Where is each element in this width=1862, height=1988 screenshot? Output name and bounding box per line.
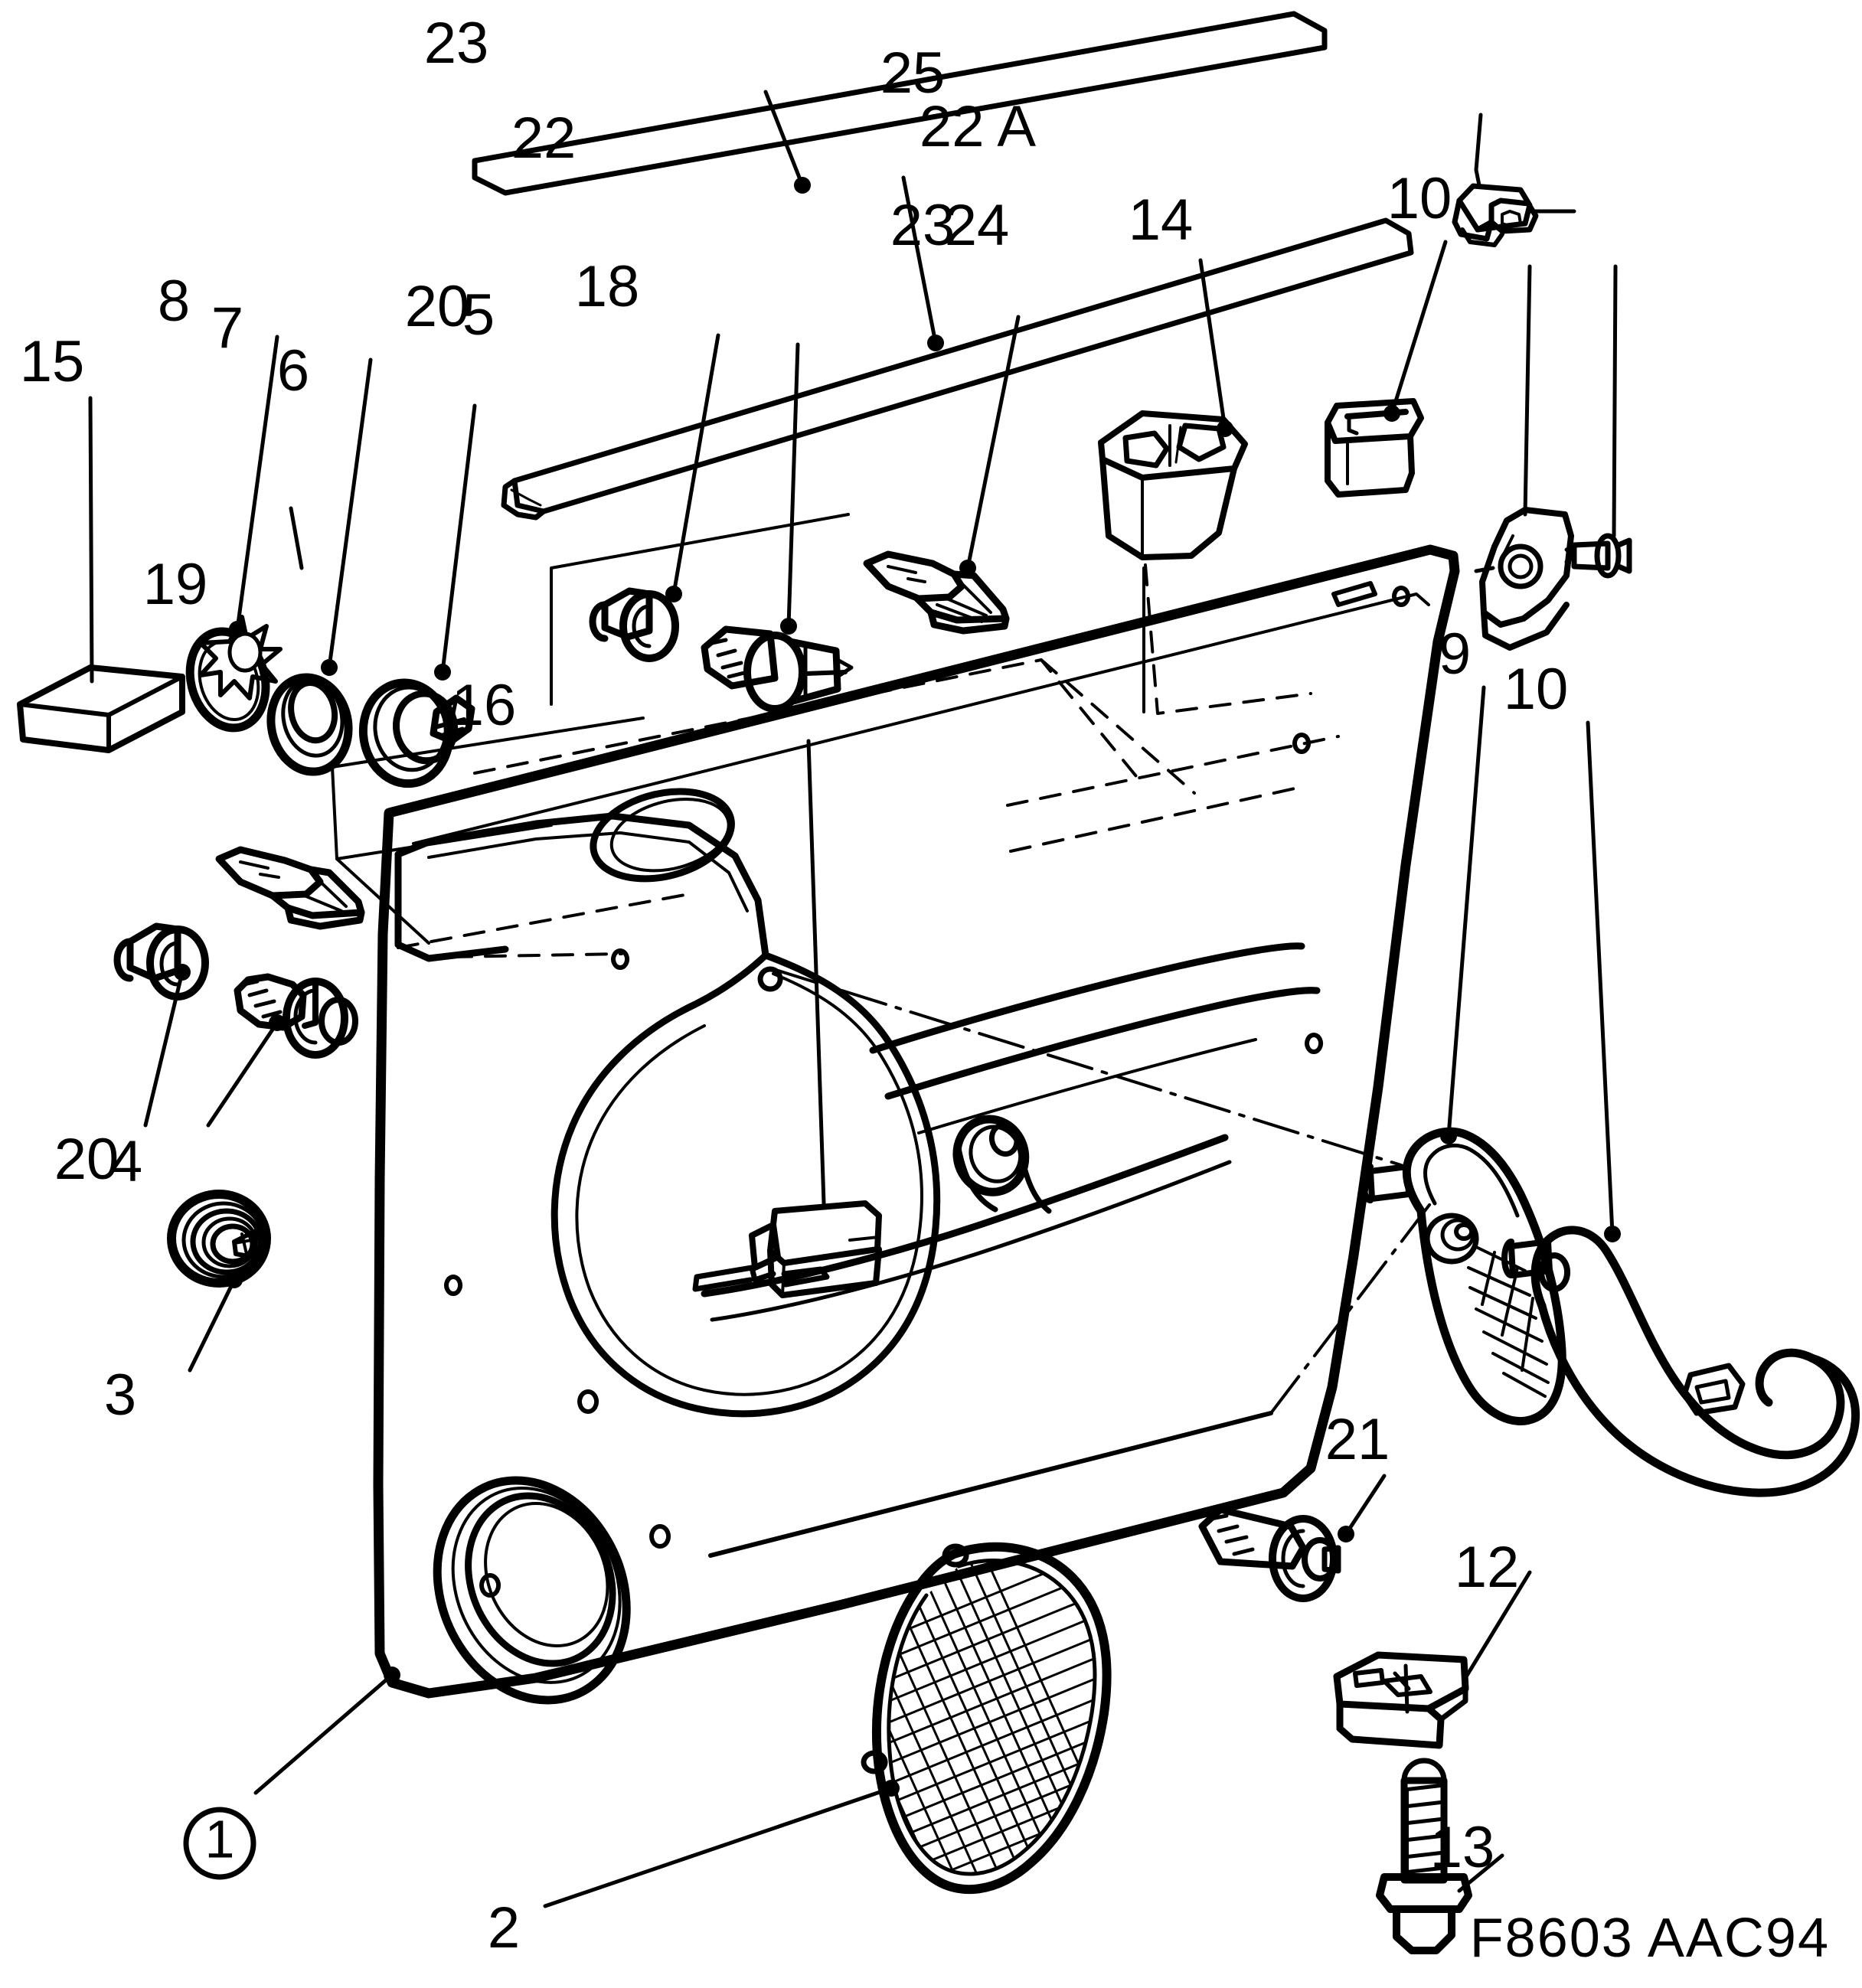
part-screw-with-washer-clip [701, 625, 854, 713]
callout-22a: 22 A [920, 94, 1036, 159]
leader-dots [174, 177, 1621, 1797]
callout-16: 16 [452, 673, 517, 738]
callout-15: 15 [20, 329, 85, 394]
callout-14: 14 [1129, 188, 1194, 253]
callout-24: 23 [890, 193, 956, 258]
part-inner-belt-weatherstrip [501, 217, 1414, 521]
callout-4: 4 [110, 1129, 142, 1194]
callout-19: 19 [143, 552, 208, 617]
callout-20-lower: 20 [54, 1127, 119, 1192]
part-pan-head-screw [1198, 1506, 1341, 1602]
callout-3: 3 [104, 1363, 136, 1428]
part-window-regulator-escutcheon [358, 678, 475, 788]
figure-code: F8603 AAC94 [1470, 1908, 1830, 1969]
callout-7: 7 [211, 295, 243, 361]
leader-lines [88, 90, 1618, 1908]
callout-2: 2 [488, 1895, 520, 1960]
part-arrow-trim-clip-lower [215, 846, 365, 930]
callout-10: 10 [1504, 657, 1569, 722]
part-stud-pin [1564, 533, 1632, 579]
part-spring-nut-clip [1333, 1651, 1469, 1749]
callout-labels: 23 22 25 22 A 14 10 23 24 18 5 20 8 7 6 … [20, 11, 1569, 1960]
part-weatherstrip-end-clip [1452, 168, 1557, 247]
part-storage-pocket-bin [1098, 410, 1248, 560]
assembly-construction-lines-solid [331, 513, 1145, 945]
callout-6: 6 [277, 338, 309, 403]
callout-18: 18 [575, 254, 640, 319]
part-inner-door-handle [1501, 1226, 1860, 1497]
part-grommet-seal [167, 1190, 271, 1288]
part-door-trim-panel [373, 544, 1460, 1705]
part-push-pin-grommet-upper [589, 587, 679, 662]
callout-21: 21 [1325, 1407, 1390, 1472]
part-star-retaining-washer [185, 615, 283, 733]
part-arrow-trim-clip-upper [863, 550, 1010, 635]
callout-11: 10 [1387, 166, 1452, 231]
part-inner-handle-bezel [1361, 1127, 1566, 1425]
part-flanged-bolt [1376, 1758, 1472, 1954]
callout-8: 8 [158, 269, 190, 334]
part-armrest-retaining-clip [692, 1200, 882, 1298]
callout-23: 23 [424, 11, 489, 76]
callout-22: 22 [511, 106, 577, 171]
part-mirror-trim-bracket [1474, 507, 1574, 651]
handle-axis-lines [772, 968, 1433, 1415]
callout-25: 24 [945, 193, 1010, 258]
part-tapping-screw [234, 973, 358, 1059]
callout-circle-1 [183, 1807, 256, 1880]
callout-1: 1 [205, 1809, 235, 1869]
callout-13: 13 [1430, 1815, 1495, 1880]
callout-5: 5 [462, 282, 495, 348]
assembly-construction-lines [397, 563, 1340, 958]
callout-26: 25 [880, 41, 946, 106]
part-switch-blank-cover [1325, 398, 1424, 498]
part-bezel-ring-washer [266, 673, 353, 776]
callout-20-upper: 20 [405, 274, 470, 339]
callout-12: 12 [1455, 1535, 1520, 1600]
callout-9: 9 [1439, 622, 1471, 687]
part-outer-belt-weatherstrip [472, 11, 1328, 196]
